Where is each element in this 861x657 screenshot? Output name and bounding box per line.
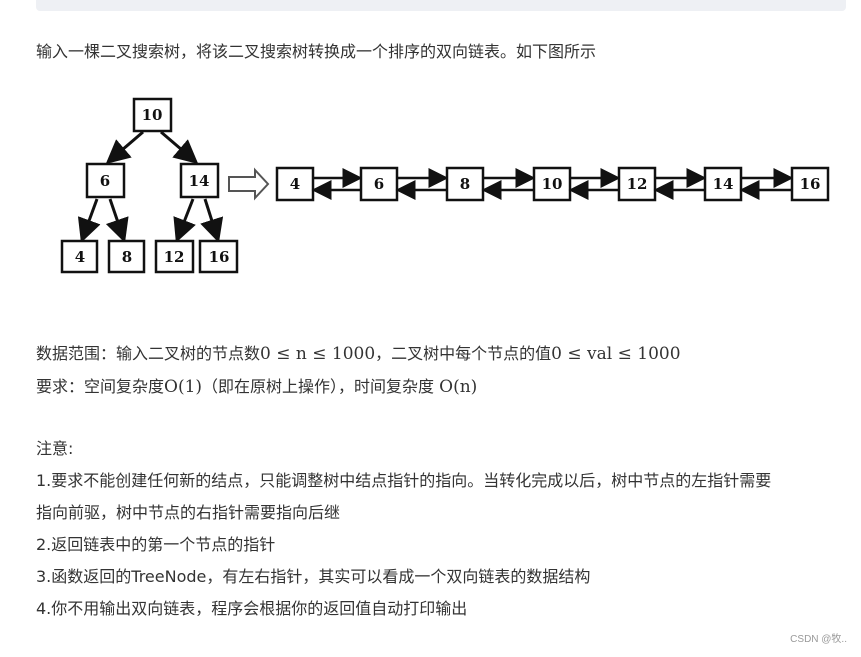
svg-text:16: 16 (209, 248, 230, 266)
list-node: 6 (359, 166, 399, 202)
list-node-label: 16 (800, 175, 821, 193)
intro-text: 输入一棵二叉搜索树，将该二叉搜索树转换成一个排序的双向链表。如下图所示 (36, 42, 597, 61)
n-range-math: 0 ≤ n ≤ 1000 (260, 344, 376, 364)
note-line-1-cont: 指向前驱，树中节点的右指针需要指向后继 (36, 503, 341, 522)
tree-leaf-12: 12 (154, 239, 195, 274)
tree-leaf-16: 16 (198, 239, 239, 274)
tree-node-root: 10 (132, 97, 173, 133)
space-complexity-math: O(1) (164, 377, 203, 397)
list-node: 16 (790, 166, 830, 202)
tree-leaf-8: 8 (107, 239, 146, 274)
svg-text:14: 14 (189, 172, 210, 190)
watermark: CSDN @牧.. (790, 634, 847, 645)
data-range-line: 数据范围：输入二叉树的节点数0 ≤ n ≤ 1000，二叉树中每个节点的值0 ≤… (36, 344, 681, 364)
bst-to-list-diagram: 10 6 14 4 8 12 16 4 6 8 10 12 14 16 (60, 97, 830, 274)
svg-text:4: 4 (75, 248, 85, 266)
transform-arrow-icon (228, 167, 270, 201)
note-line-3: 3.函数返回的TreeNode，有左右指针，其实可以看成一个双向链表的数据结构 (36, 567, 591, 586)
svg-text:6: 6 (100, 172, 110, 190)
tree-node-left: 6 (85, 162, 126, 199)
tree-leaf-4: 4 (60, 239, 99, 274)
time-complexity-math: O(n) (439, 377, 478, 397)
notes-title: 注意: (36, 439, 74, 458)
note-line-2: 2.返回链表中的第一个节点的指针 (36, 535, 276, 554)
linked-list: 4 6 8 10 12 14 16 (275, 166, 830, 202)
list-node-label: 14 (713, 175, 734, 193)
svg-text:12: 12 (164, 248, 185, 266)
list-node-label: 12 (627, 175, 648, 193)
list-node-label: 6 (374, 175, 384, 193)
val-range-math: 0 ≤ val ≤ 1000 (551, 344, 681, 364)
list-node: 4 (275, 166, 315, 202)
list-node: 14 (703, 166, 743, 202)
note-line-4: 4.你不用输出双向链表，程序会根据你的返回值自动打印输出 (36, 599, 468, 618)
list-node-label: 4 (290, 175, 300, 193)
svg-text:8: 8 (122, 248, 132, 266)
top-code-block-edge (36, 0, 846, 11)
list-node: 12 (617, 166, 657, 202)
tree-node-right: 14 (179, 162, 220, 199)
svg-text:10: 10 (142, 106, 163, 124)
list-node: 8 (445, 166, 485, 202)
requirement-line: 要求：空间复杂度O(1)（即在原树上操作），时间复杂度 O(n) (36, 377, 478, 397)
note-line-1: 1.要求不能创建任何新的结点，只能调整树中结点指针的指向。当转化完成以后，树中节… (36, 471, 772, 490)
list-node: 10 (532, 166, 572, 202)
tree-edges (77, 130, 224, 243)
list-node-label: 10 (542, 175, 563, 193)
list-node-label: 8 (460, 175, 470, 193)
